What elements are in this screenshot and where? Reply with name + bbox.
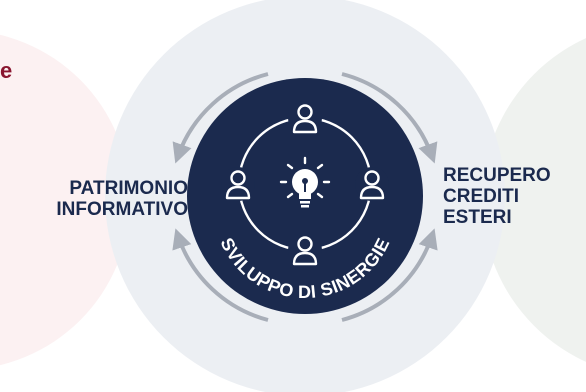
person-icon-top: [288, 101, 322, 135]
right-label-line2: CREDITI: [443, 186, 519, 207]
lightbulb-icon: [279, 156, 331, 208]
person-icon-bottom: [288, 233, 322, 267]
arrow-upper-left: [172, 72, 269, 164]
right-label-line1: RECUPERO: [443, 165, 551, 186]
person-icon-left: [221, 167, 255, 201]
right-label-line3: ESTERI: [443, 207, 512, 228]
left-background-circle: [0, 34, 130, 366]
right-background-circle: [482, 38, 586, 362]
left-label: PATRIMONIO INFORMATIVO: [22, 178, 188, 220]
left-label-line1: PATRIMONIO: [69, 178, 188, 199]
arrow-lower-right: [341, 228, 438, 322]
left-label-line2: INFORMATIVO: [56, 199, 188, 220]
arrow-upper-right: [341, 72, 438, 164]
person-icon-right: [355, 167, 389, 201]
arrow-lower-left: [172, 228, 269, 322]
right-label: RECUPERO CREDITI ESTERI: [443, 165, 551, 228]
edge-text-fragment: e: [0, 58, 13, 83]
